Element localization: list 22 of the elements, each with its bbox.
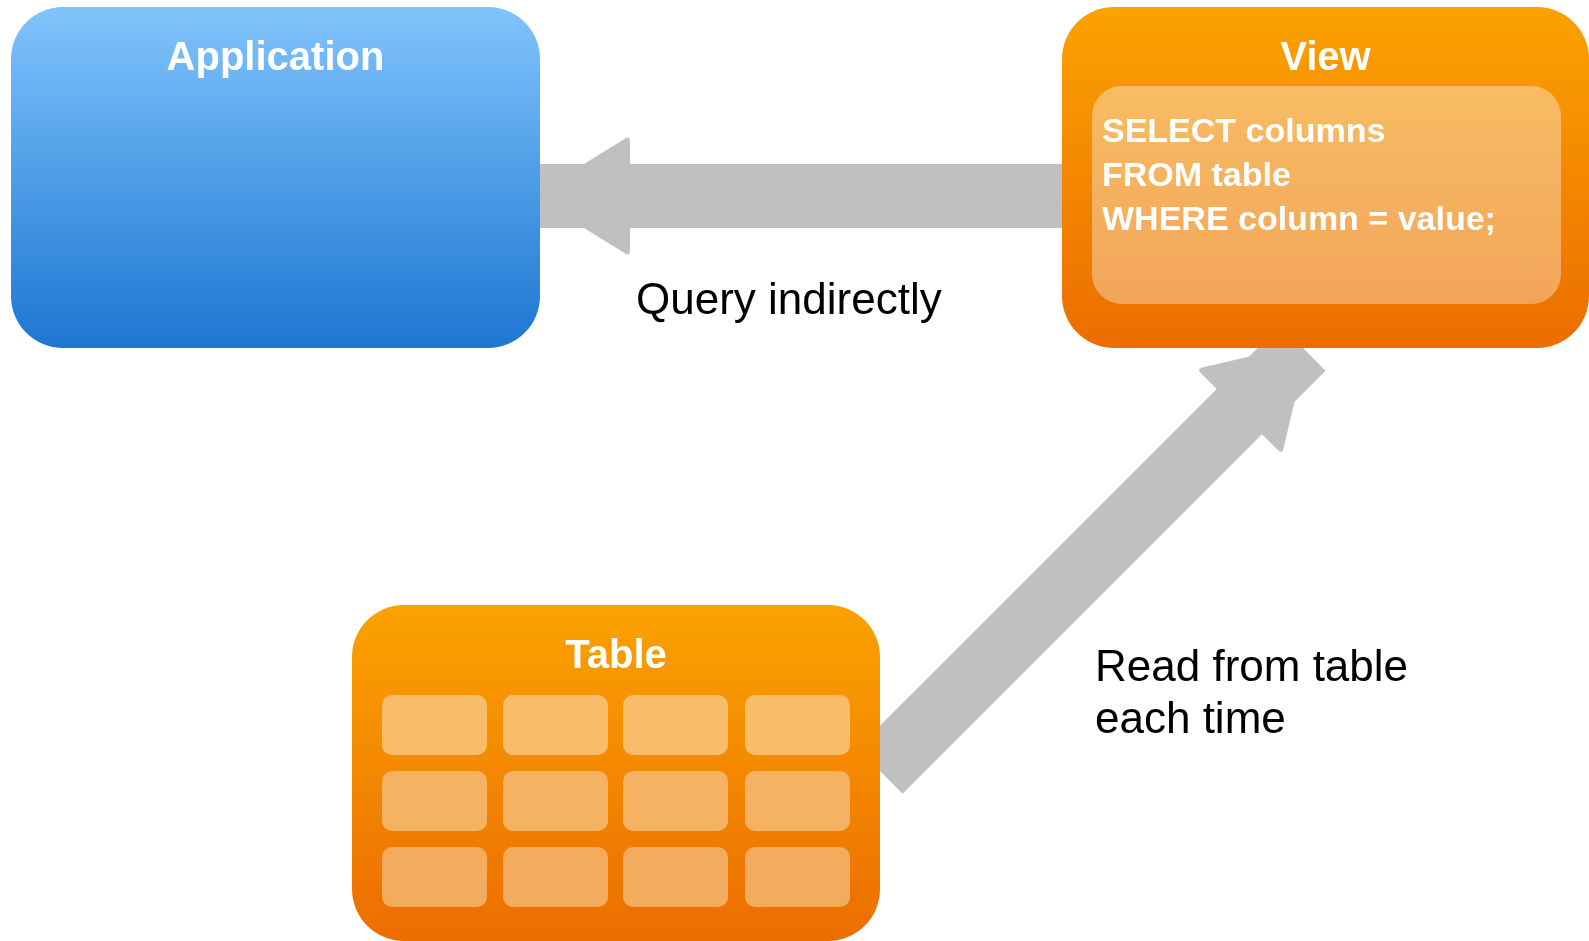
table-cell <box>503 771 608 831</box>
sql-line: WHERE column = value; <box>1102 198 1496 239</box>
box-heading: Table <box>565 631 667 677</box>
box-heading: Application <box>166 33 385 79</box>
table-cell <box>623 695 728 755</box>
table-cell <box>382 771 487 831</box>
table-cell <box>623 847 728 907</box>
box-heading: View <box>1280 33 1371 79</box>
sql-line: SELECT columns <box>1102 110 1386 151</box>
table-cell <box>382 847 487 907</box>
application-box <box>11 7 540 348</box>
sql-line: FROM table <box>1102 154 1291 195</box>
table-cell <box>503 695 608 755</box>
table-cell <box>745 771 850 831</box>
view-box <box>1062 7 1589 348</box>
table-cell <box>382 695 487 755</box>
table-box <box>352 605 880 941</box>
table-cell <box>623 771 728 831</box>
table-cell <box>745 847 850 907</box>
table-cell <box>503 847 608 907</box>
query-panel <box>1092 86 1561 304</box>
table-cell <box>745 695 850 755</box>
